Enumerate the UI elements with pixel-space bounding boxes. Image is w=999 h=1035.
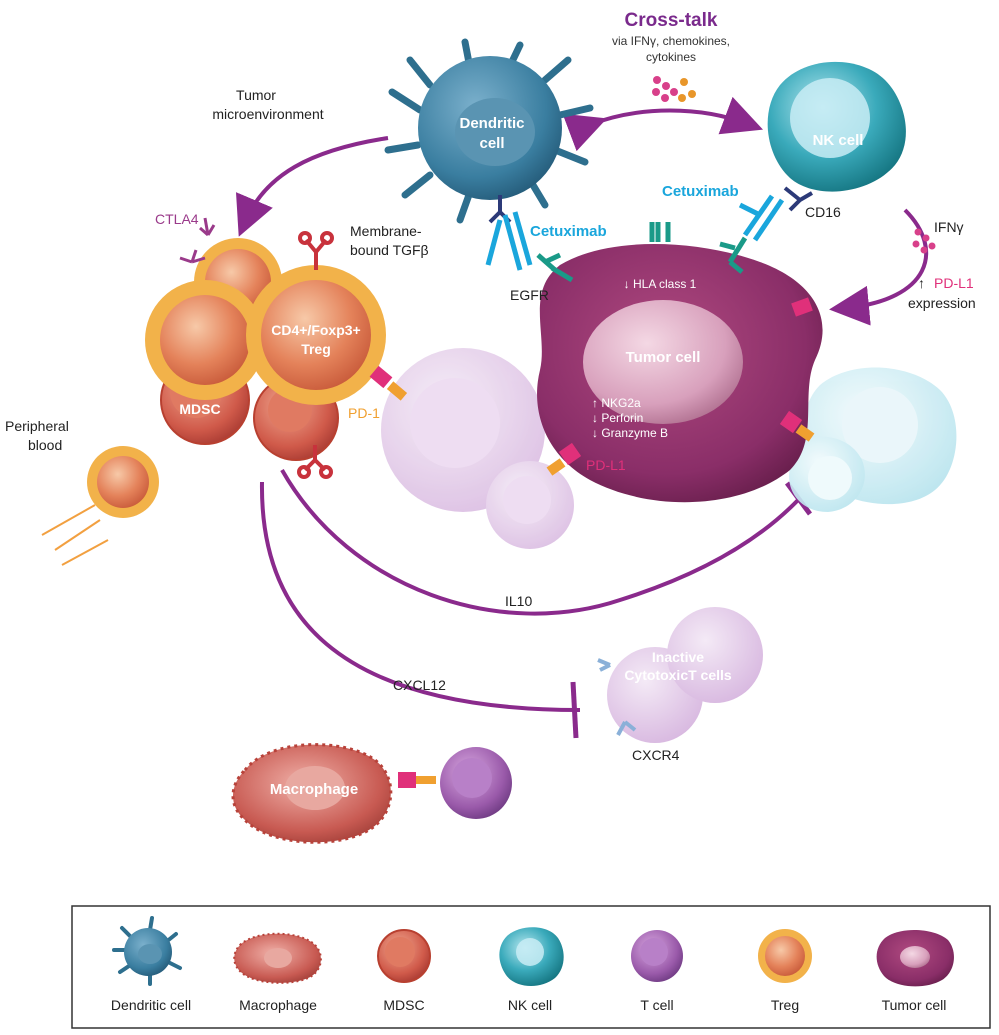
nk-cell-label: NK cell [813,132,864,149]
legend-label-dendritic: Dendritic cell [111,997,191,1013]
crosstalk-line2: cytokines [646,50,696,64]
il10-curve [280,469,802,616]
pdl1-pd1-macrophage [398,772,436,788]
legend-label-treg: Treg [771,997,799,1013]
tgfb-receptor-bottom [297,445,333,479]
mdsc-label: MDSC [179,401,220,417]
tumor-micro-label-line1: Tumor [236,87,276,103]
dendritic-label-line2: cell [479,135,504,152]
interaction-arrows [236,96,929,712]
legend-label-mdsc: MDSC [383,997,424,1013]
legend-icon-tumor [876,929,954,987]
pdl1-pd1-tumor-left [546,442,582,476]
egfr-receptor-right [719,236,748,274]
treg-label-line1: CD4+/Foxp3+ [271,322,360,338]
egfr-label: EGFR [510,287,549,303]
tumor-micro-arrow [236,136,389,237]
cetuximab-right-label: Cetuximab [662,183,739,200]
peripheral-label-line1: Peripheral [5,418,69,434]
cd16-label: CD16 [805,204,841,220]
tumor-cell-label: Tumor cell [626,349,701,366]
crosstalk-arrow [562,96,763,152]
ifng-pdl1-arrow [829,208,929,326]
cd16-receptor [783,186,814,212]
pdl1-ifng-receptor [791,297,813,317]
pale-nk-cell-group [789,367,957,512]
crosstalk-line1: via IFNγ, chemokines, [612,34,730,48]
cxcr4-receptors [597,658,637,736]
legend-label-macrophage: Macrophage [239,997,317,1013]
legend-label-t-cell: T cell [640,997,673,1013]
cetuximab-left-label: Cetuximab [530,223,607,240]
cxcr4-label: CXCR4 [632,747,680,763]
legend: Dendritic cell Macrophage MDSC NK cell T… [71,905,991,1029]
cxcl12-label: CXCL12 [393,677,446,693]
peripheral-treg [41,446,159,566]
inactive-label-line2: CytotoxicT cells [624,667,732,683]
tumor-marker-perforin: ↓ Perforin [592,411,643,425]
inactive-t-cells: Inactive CytotoxicT cells [607,607,763,743]
tumor-cell: Tumor cell ↓ HLA class 1 ↑ NKG2a ↓ Perfo… [537,243,823,503]
pdl1-pd1-tumor-right [779,410,815,442]
tgfb-receptor-top [298,231,334,270]
pd1-label: PD-1 [348,405,380,421]
cetuximab-antibody-left [485,211,533,271]
legend-icon-macrophage [233,932,322,984]
pdl1-label: PD-L1 [586,457,626,473]
pale-t-cell-group [381,348,574,549]
nk-cell: NK cell [767,61,906,192]
ifng-dots [912,228,936,254]
tumor-marker-granzyme: ↓ Granzyme B [592,426,668,440]
legend-label-tumor: Tumor cell [882,997,947,1013]
cytokine-dots [652,76,696,102]
dendritic-label-line1: Dendritic [459,115,524,132]
il10-label: IL10 [505,593,532,609]
peripheral-label-line2: blood [28,437,62,453]
macrophage-label: Macrophage [270,781,358,798]
tumor-marker-nkg2a: ↑ NKG2a [592,396,641,410]
legend-icon-dendritic [112,916,182,986]
legend-icon-treg [758,929,812,983]
ifng-label: IFNγ [934,219,964,235]
cxcl12-curve [259,481,581,712]
pdl1-expression-label-line2: expression [908,295,976,311]
macrophage-t-cell [440,747,512,819]
egfr-receptor-left [536,252,574,283]
tgfb-label-line1: Membrane- [350,223,422,239]
legend-icon-mdsc [377,929,431,983]
pd1-pdl1-treg [369,365,408,401]
treg-mdsc-cluster: MDSC CD4+/Foxp3+ Treg [145,238,386,461]
legend-label-nk: NK cell [508,997,552,1013]
inactive-label-line1: Inactive [652,649,704,665]
macrophage: Macrophage [231,743,393,844]
dendritic-cell: Dendritic cell [384,38,594,224]
pdl1-expression-label: PD-L1 [934,275,974,291]
legend-icon-t-cell [631,930,683,982]
ctla4-receptors [179,217,216,264]
pdl1-expression-arrow: ↑ [918,275,925,291]
tumor-micro-label-line2: microenvironment [212,106,323,122]
tumor-hla-label: ↓ HLA class 1 [624,277,697,291]
ctla4-label: CTLA4 [155,211,199,227]
legend-icon-nk [499,927,564,986]
egfr-receptor-top [649,222,671,242]
tgfb-label-line2: bound TGFβ [350,242,429,258]
treg-label-line2: Treg [301,341,331,357]
cxcl12-inhibit-bar [570,681,579,739]
cetuximab-antibody-right [738,194,785,242]
crosstalk-title: Cross-talk [625,10,718,31]
